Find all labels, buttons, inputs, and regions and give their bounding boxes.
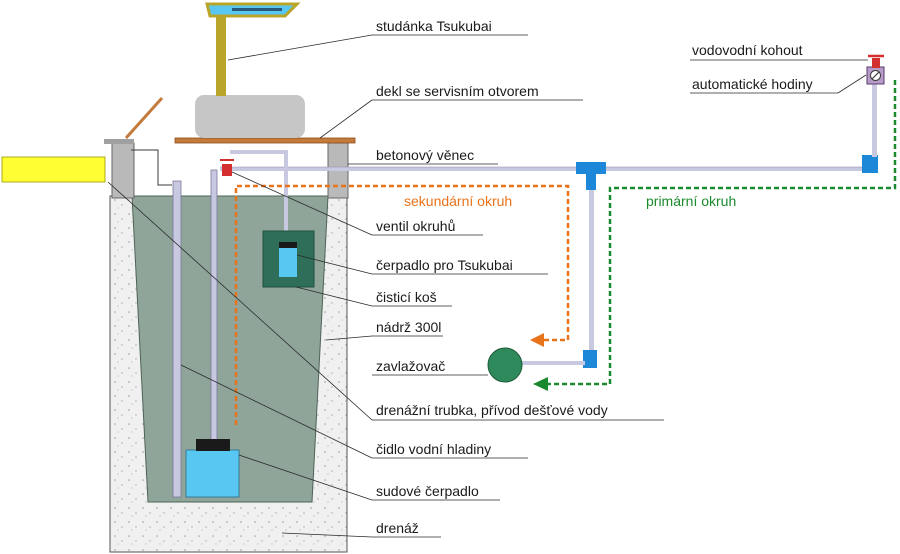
tsukubai-pump-cap <box>279 242 297 248</box>
leader-basket <box>295 286 373 307</box>
fountain-stone <box>195 95 305 138</box>
label-sprinkler: zavlažovač <box>376 358 445 374</box>
label-timer: automatické hodiny <box>692 76 813 92</box>
barrel-pump <box>185 449 240 498</box>
label-level-sensor: čidlo vodní hladiny <box>376 441 491 457</box>
leader-tank <box>325 335 373 341</box>
level-sensor-cable <box>131 149 172 186</box>
leader-sensor <box>180 364 373 459</box>
leader-drainpipe <box>107 181 373 421</box>
leader-valve <box>231 171 373 236</box>
label-drain-pipe: drenážní trubka, přívod dešťové vody <box>376 402 608 418</box>
concrete-ring-left <box>111 142 135 199</box>
label-pump: čerpadlo pro Tsukubai <box>376 257 513 273</box>
circuit-valve <box>222 164 232 176</box>
pipe-elbow-right <box>862 155 878 173</box>
fountain-pole <box>216 8 226 96</box>
drain-pipe <box>172 180 182 498</box>
leader-timer <box>837 74 867 94</box>
leader-barrel <box>238 454 373 501</box>
label-secondary-circuit: sekundární okruh <box>404 193 512 209</box>
label-drainage: drenáž <box>376 520 419 536</box>
label-valve: ventil okruhů <box>376 218 455 234</box>
sprinkler <box>487 347 523 383</box>
leader-pump <box>296 254 373 275</box>
yellow-board <box>1 156 106 183</box>
pipe-tee <box>576 162 606 174</box>
ring-cap-left <box>104 139 134 144</box>
tap-riser-pipe <box>872 82 877 157</box>
secondary-circuit-arrow <box>530 333 544 347</box>
leader-lid <box>319 99 373 139</box>
pipe-tee-stem <box>586 172 596 190</box>
label-ring: betonový věnec <box>376 147 474 163</box>
secondary-circuit-path <box>234 184 570 425</box>
leader-fountain <box>227 34 373 61</box>
water-tap <box>872 58 880 68</box>
pipe-elbow-low <box>583 350 597 368</box>
barrel-pump-cap <box>196 439 230 451</box>
service-hatch-open <box>124 96 164 140</box>
label-basket: čisticí koš <box>376 289 437 305</box>
primary-circuit-path <box>545 80 897 386</box>
tsukubai-pump-body <box>279 247 297 277</box>
label-lid: dekl se servisním otvorem <box>376 83 539 99</box>
service-lid <box>174 137 356 144</box>
leader-drainage <box>281 532 373 538</box>
label-tank: nádrž 300l <box>376 319 441 335</box>
fountain-feed-pipe <box>230 150 288 245</box>
fountain-spout-slot <box>232 8 282 11</box>
label-fountain: studánka Tsukubai <box>376 18 492 34</box>
barrel-pump-hose <box>210 169 218 441</box>
label-primary-circuit: primární okruh <box>646 193 736 209</box>
sprinkler-feed-pipe <box>589 190 594 350</box>
primary-circuit-arrow <box>533 377 548 391</box>
timer-needle <box>871 71 880 80</box>
label-barrel-pump: sudové čerpadlo <box>376 483 479 499</box>
label-tap: vodovodní kohout <box>692 42 803 58</box>
